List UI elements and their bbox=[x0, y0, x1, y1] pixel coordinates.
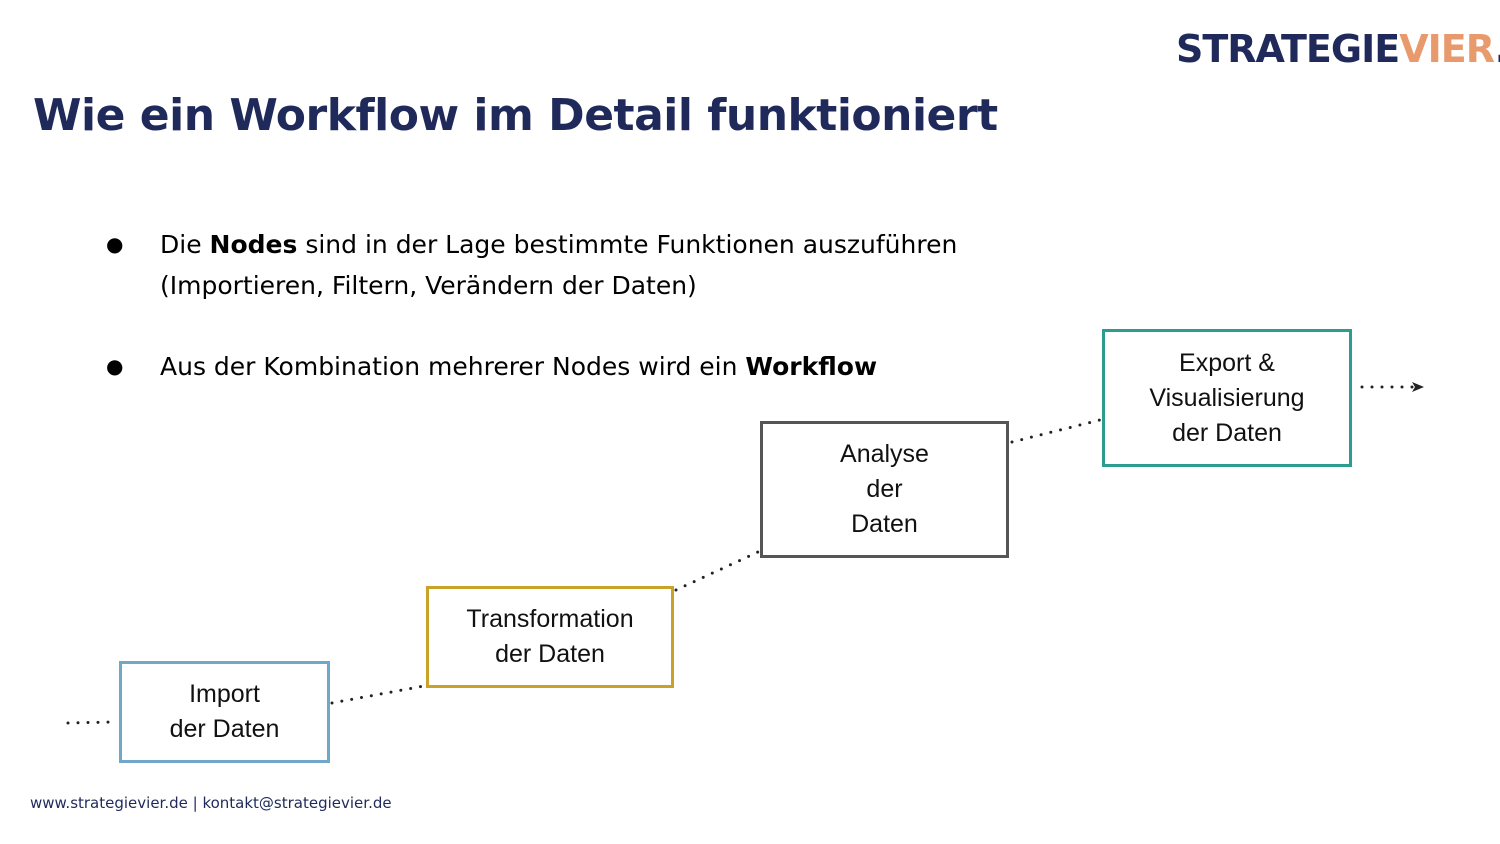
node-analyse-label: Analyse der Daten bbox=[840, 440, 929, 538]
connector-import-transformation bbox=[330, 684, 426, 705]
bullet-text-post: sind in der Lage bestimmte Funktionen au… bbox=[160, 230, 958, 300]
logo-part-vier: VIER bbox=[1399, 27, 1495, 71]
bullet-text-bold: Workflow bbox=[745, 352, 878, 381]
node-transformation-label: Transformation der Daten bbox=[466, 605, 634, 668]
node-export-label: Export & Visualisierung der Daten bbox=[1149, 348, 1305, 447]
bullet-icon: ● bbox=[106, 232, 124, 256]
company-logo: STRATEGIEVIER. bbox=[1176, 30, 1500, 68]
footer-contact: www.strategievier.de | kontakt@strategie… bbox=[30, 794, 392, 812]
logo-part-strategie: STRATEGIE bbox=[1176, 27, 1400, 71]
connector-analyse-export bbox=[1010, 418, 1102, 444]
bullet-text-pre: Die bbox=[160, 230, 210, 259]
bullet-item-nodes: ● Die Nodes sind in der Lage bestimmte F… bbox=[100, 224, 1000, 306]
connector-start bbox=[66, 720, 114, 725]
bullet-list: ● Die Nodes sind in der Lage bestimmte F… bbox=[100, 224, 1000, 387]
bullet-text-bold: Nodes bbox=[209, 230, 298, 259]
logo-dot: . bbox=[1495, 27, 1500, 71]
connector-transformation-analyse bbox=[674, 550, 760, 592]
bullet-icon: ● bbox=[106, 354, 124, 378]
bullet-text-pre: Aus der Kombination mehrerer Nodes wird … bbox=[160, 352, 746, 381]
node-transformation: Transformation der Daten bbox=[426, 586, 674, 688]
node-analyse: Analyse der Daten bbox=[760, 421, 1009, 558]
node-import: Import der Daten bbox=[119, 661, 330, 763]
slide-title: Wie ein Workflow im Detail funktioniert bbox=[33, 90, 998, 141]
node-import-label: Import der Daten bbox=[169, 680, 280, 743]
bullet-item-workflow: ● Aus der Kombination mehrerer Nodes wir… bbox=[100, 346, 1000, 387]
node-export: Export & Visualisierung der Daten bbox=[1102, 329, 1352, 467]
